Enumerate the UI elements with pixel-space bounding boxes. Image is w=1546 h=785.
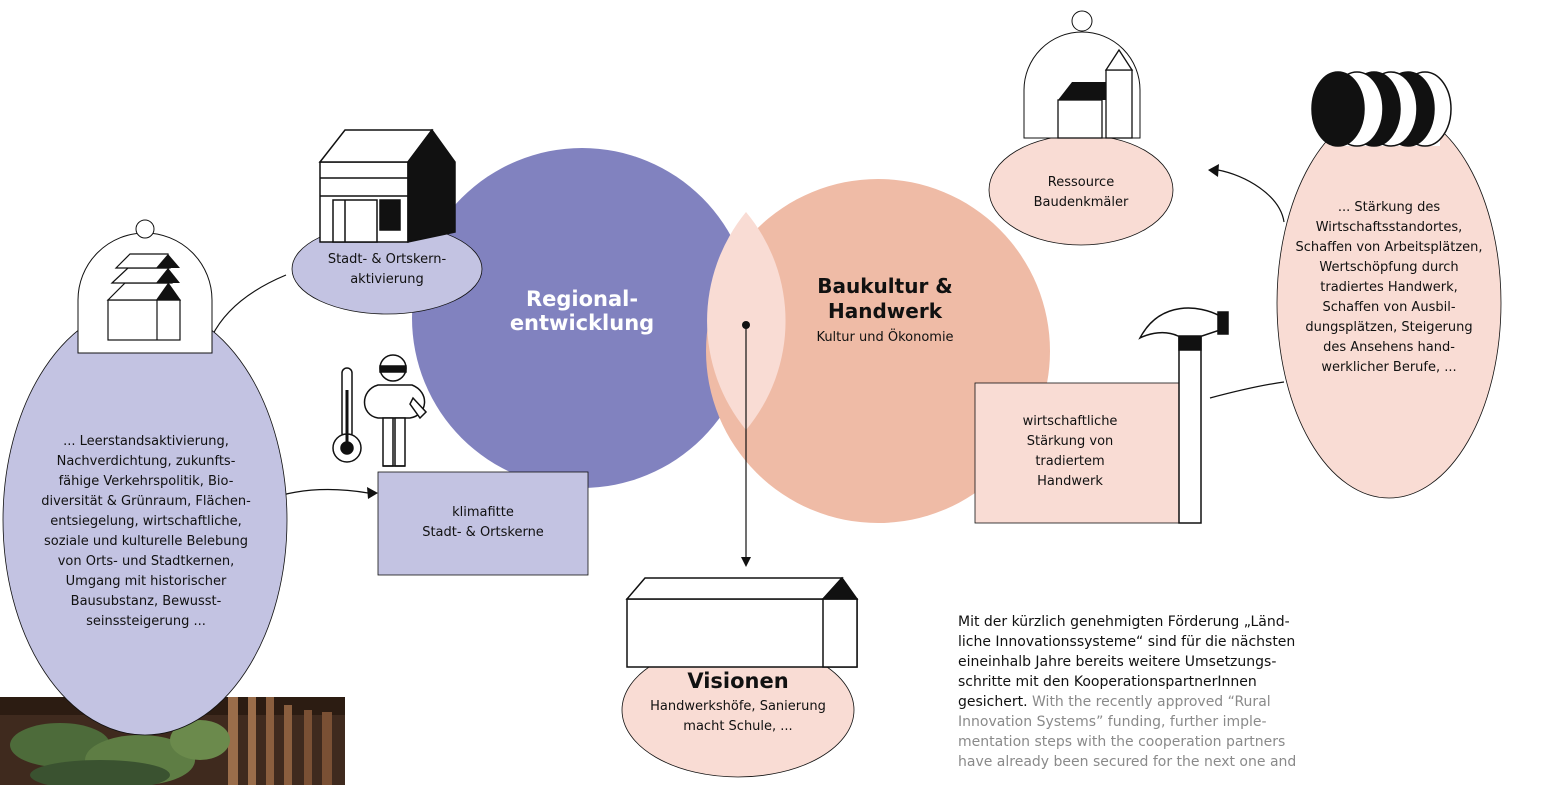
baukultur-subtitle: Kultur und Ökonomie [816, 330, 954, 345]
klimafitte-label: klimafitte Stadt- & Ortskerne [422, 505, 544, 540]
paragraph-english-line: With the recently approved “Rural [1032, 694, 1271, 710]
paragraph-english-line: have already been secured for the next o… [958, 754, 1297, 770]
visionen-title: Visionen [687, 669, 789, 693]
klimafitte-box [377, 471, 589, 576]
regionalentwicklung-title: Regional- entwicklung [509, 287, 655, 335]
paragraph-german-line: liche Innovationssysteme“ sind für die n… [958, 634, 1296, 650]
paragraph-english-line: mentation steps with the cooperation par… [958, 734, 1286, 750]
staerkung-label: ... Stärkung des Wirtschaftsstandortes, … [1295, 200, 1483, 375]
paragraph-english-line: Innovation Systems” funding, further imp… [958, 714, 1267, 730]
church-under-dome-icon [1023, 10, 1141, 139]
hammer-icon [1138, 307, 1229, 524]
paragraph-german-line: eineinhalb Jahre bereits weitere Umsetzu… [958, 654, 1277, 670]
thermometer-figure-icon [332, 354, 428, 467]
baukultur-circle [706, 179, 1050, 523]
baukultur-title: Baukultur & Handwerk [817, 274, 953, 323]
paragraph-german-line: gesichert. [958, 694, 1028, 710]
funding-paragraph: Mit der kürzlich genehmigten Förderung „… [958, 612, 1378, 772]
wirtschaftliche-label: wirtschaftliche Stärkung von tradiertem … [1022, 414, 1118, 489]
paragraph-german-line: schritte mit den KooperationspartnerInne… [958, 674, 1257, 690]
paragraph-german-line: Mit der kürzlich genehmigten Förderung „… [958, 614, 1290, 630]
long-house-icon [625, 576, 859, 668]
shop-building-icon [318, 128, 456, 243]
wirtschaftliche-box [974, 382, 1200, 524]
overlap-lens [707, 212, 786, 430]
regionalentwicklung-circle [412, 148, 752, 488]
coin-stack-icon [1311, 71, 1452, 147]
visionen-label: Handwerkshöfe, Sanierung macht Schule, .… [650, 699, 826, 734]
stacked-roofs-dome-icon [77, 219, 213, 354]
ressource-label: Ressource Baudenkmäler [1033, 175, 1129, 210]
leerstand-label: ... Leerstandsaktivierung, Nachverdichtu… [41, 434, 251, 629]
stadt-ortskern-label: Stadt- & Ortskern- aktivierung [327, 252, 447, 287]
